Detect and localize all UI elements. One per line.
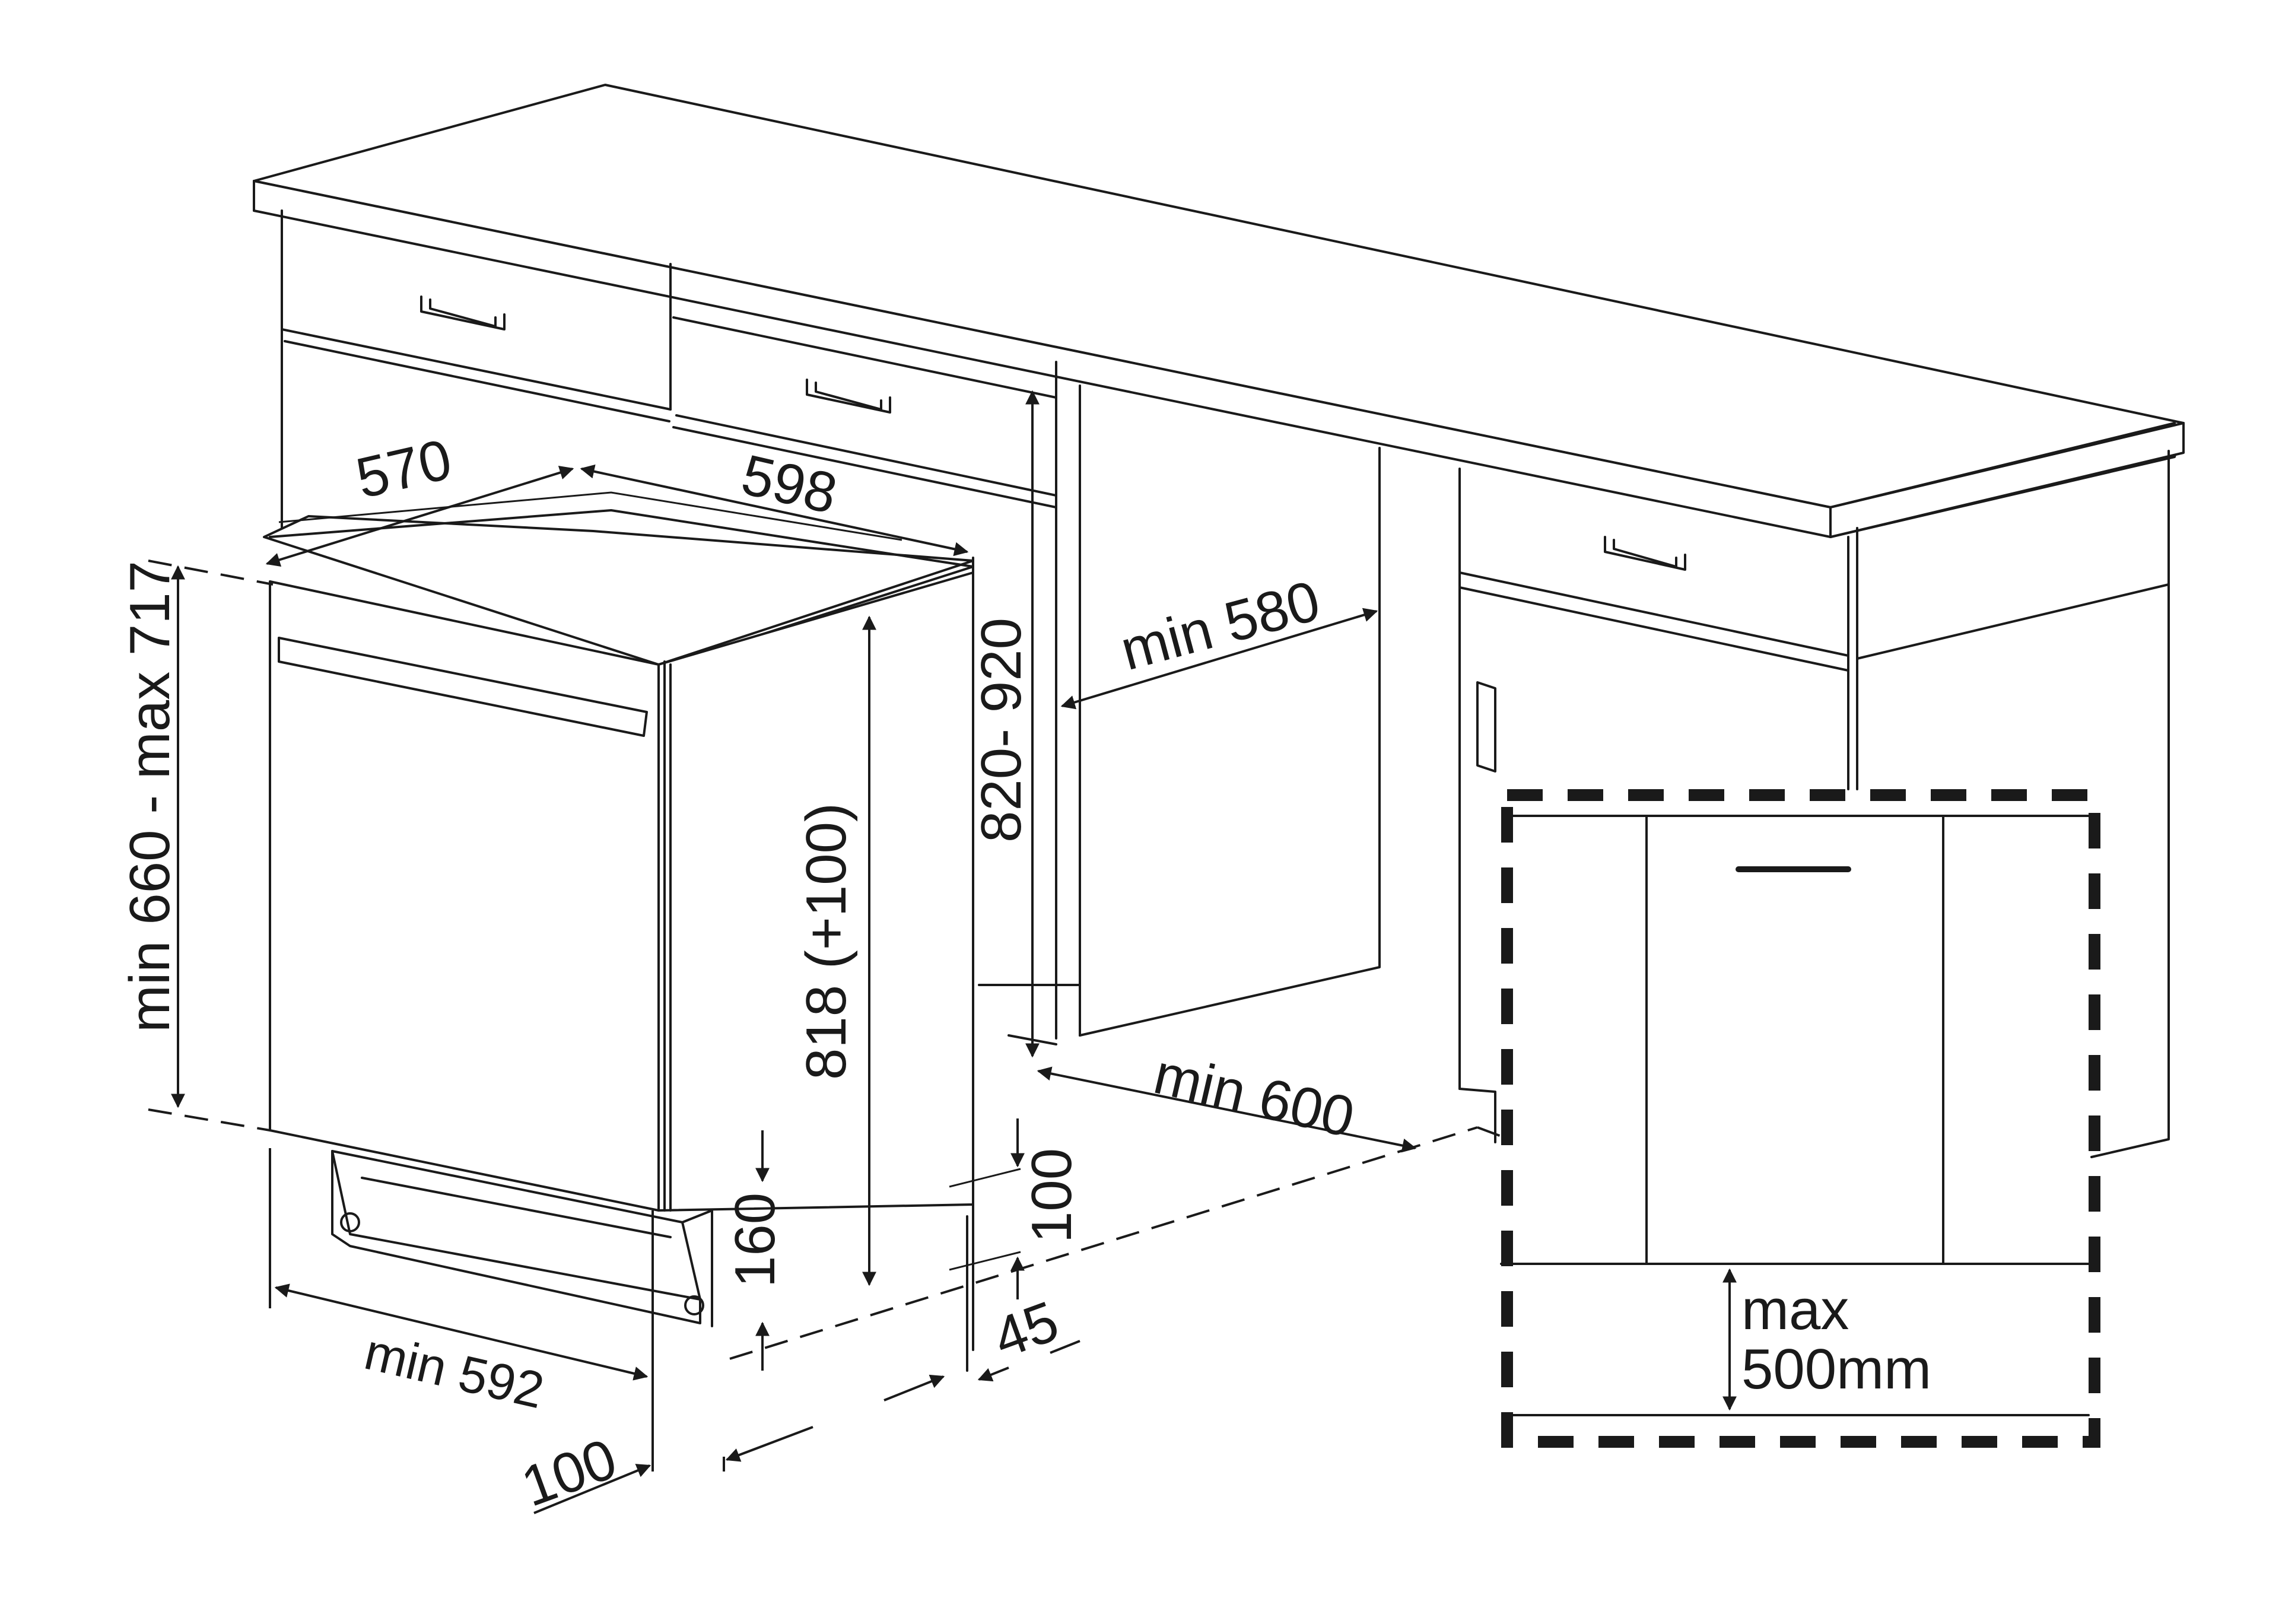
dim-100-label: 100 xyxy=(1020,1148,1083,1243)
dim-818-label: 818 (+100) xyxy=(794,803,858,1080)
dim-660-717-label: min 660 - max 717 xyxy=(118,561,182,1032)
dim-min-580-label: min 580 xyxy=(1114,569,1327,683)
dim-45-label: 45 xyxy=(986,1289,1067,1371)
dim-820-920-label: 820- 920 xyxy=(970,618,1033,843)
dimension-min-580: min 580 xyxy=(1060,569,1378,710)
dimension-160: 160 xyxy=(723,1130,787,1371)
door-handle-icon xyxy=(278,637,648,737)
drawer-handle-icon xyxy=(420,295,506,330)
dimension-100-left: 100 xyxy=(514,1374,945,1519)
drawer-handle-icon xyxy=(806,379,891,414)
dishwasher xyxy=(263,491,974,1327)
worktop xyxy=(253,84,2185,538)
dim-min-600-label: min 600 xyxy=(1148,1042,1360,1149)
guide-lines xyxy=(148,560,1502,1360)
drawer-handle-icon xyxy=(1604,536,1686,571)
niche xyxy=(978,384,1381,1045)
dimension-min-660-max-717: min 660 - max 717 xyxy=(118,561,185,1108)
dim-160-label: 160 xyxy=(723,1193,787,1288)
dim-598-label: 598 xyxy=(736,443,843,526)
door-handle-icon xyxy=(1476,681,1496,773)
detail-inset: max 500mm xyxy=(1500,789,2100,1448)
dimension-45: 45 xyxy=(977,1289,1080,1382)
dimension-100-right: 100 xyxy=(949,1118,1083,1299)
dim-100-left-label: 100 xyxy=(514,1426,625,1518)
right-cabinet xyxy=(1458,450,2170,1158)
dimension-min-600: min 600 xyxy=(1037,1042,1417,1153)
detail-500mm-label: 500mm xyxy=(1741,1337,1931,1401)
dimension-820-920: 820- 920 xyxy=(970,390,1040,1058)
detail-max-label: max xyxy=(1741,1278,1849,1342)
dimension-818: 818 (+100) xyxy=(794,615,876,1286)
dim-570-label: 570 xyxy=(351,427,457,510)
dim-min-592-label: min 592 xyxy=(360,1323,549,1419)
